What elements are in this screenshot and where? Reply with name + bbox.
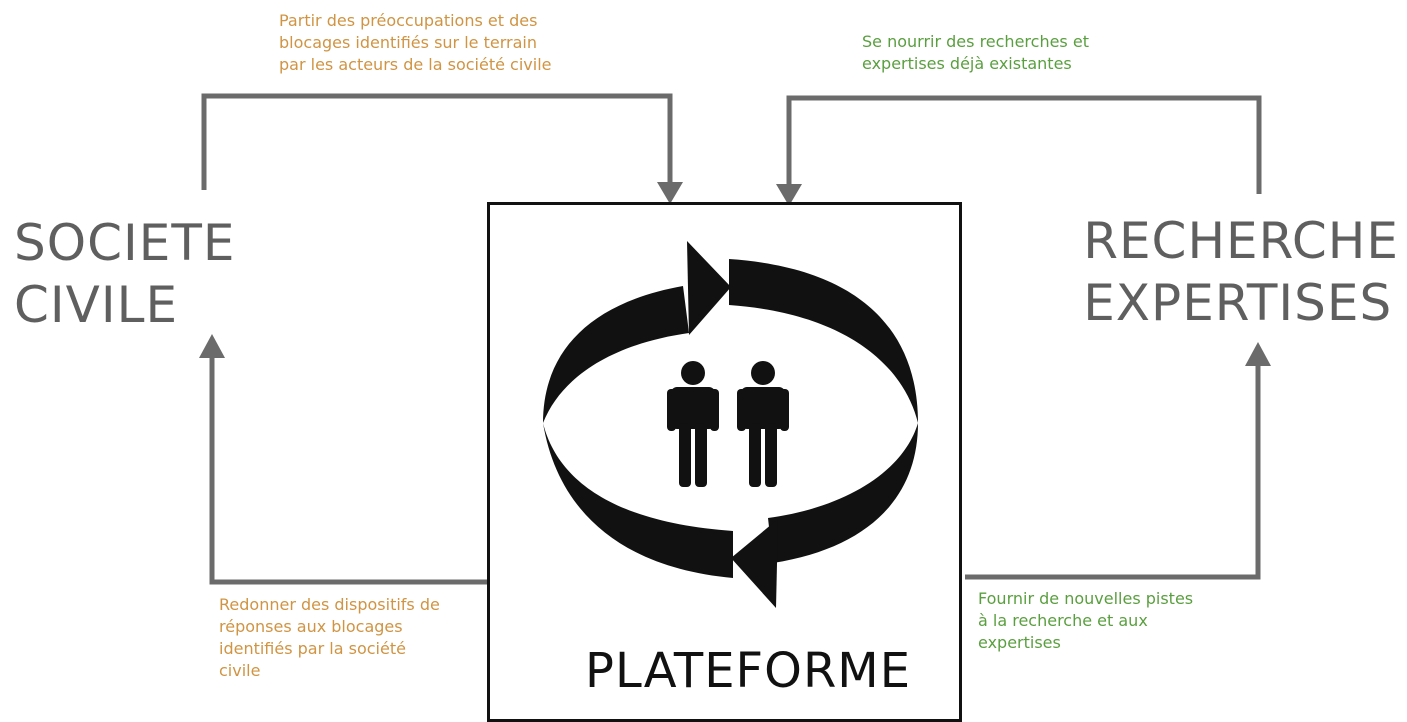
note-top-right: Se nourrir des recherches et expertises …: [862, 31, 1089, 75]
cycle-arrowhead-upper: [687, 241, 731, 335]
person-icon: [737, 361, 789, 487]
note-bottom-right: Fournir de nouvelles pistes à la recherc…: [978, 588, 1193, 654]
note-bottom-left: Redonner des dispositifs de réponses aux…: [219, 594, 440, 682]
arrowhead-up-right: [1245, 342, 1271, 366]
note-line: Fournir de nouvelles pistes: [978, 589, 1194, 608]
note-line: par les acteurs de la société civile: [279, 55, 552, 74]
cycle-arc-lower-left: [543, 423, 733, 578]
note-line: à la recherche et aux: [978, 611, 1148, 630]
cycle-arrowhead-lower: [731, 519, 778, 608]
plateforme-box: PLATEFORME: [487, 202, 962, 722]
note-line: blocages identifiés sur le terrain: [279, 33, 537, 52]
plateforme-label: PLATEFORME: [585, 643, 912, 699]
expertises-line2: EXPERTISES: [1083, 274, 1393, 332]
arrow-societe-to-plateforme: [201, 93, 673, 190]
note-line: expertises: [978, 633, 1061, 652]
note-line: réponses aux blocages: [219, 617, 403, 636]
note-line: civile: [219, 661, 261, 680]
arrow-recherche-to-plateforme: [786, 95, 1262, 194]
note-line: Redonner des dispositifs de: [219, 595, 440, 614]
people-group: [667, 361, 789, 487]
arrowhead-down-right: [776, 184, 802, 206]
cycle-arrow-lower: [768, 423, 918, 563]
cycle-arrow-upper: [543, 286, 689, 423]
note-line: Partir des préoccupations et des: [279, 11, 538, 30]
arrowhead-up-left: [199, 334, 225, 358]
note-line: expertises déjà existantes: [862, 54, 1072, 73]
arrow-plateforme-to-societe: [209, 352, 487, 585]
societe-civile-line1: SOCIETE: [14, 214, 236, 272]
person-icon: [667, 361, 719, 487]
arrow-plateforme-to-recherche: [965, 362, 1261, 580]
cycle-arrows-icon: [543, 241, 918, 608]
recherche-line1: RECHERCHE: [1083, 212, 1399, 270]
cycle-arc-upper-right: [729, 259, 918, 423]
note-line: Se nourrir des recherches et: [862, 32, 1089, 51]
arrowhead-down-left: [657, 182, 683, 204]
societe-civile-label: SOCIETE CIVILE: [14, 212, 235, 336]
note-line: identifiés par la société: [219, 639, 406, 658]
societe-civile-line2: CIVILE: [14, 276, 179, 334]
recherche-expertises-label: RECHERCHE EXPERTISES: [1083, 210, 1399, 334]
note-top-left: Partir des préoccupations et des blocage…: [279, 10, 551, 76]
